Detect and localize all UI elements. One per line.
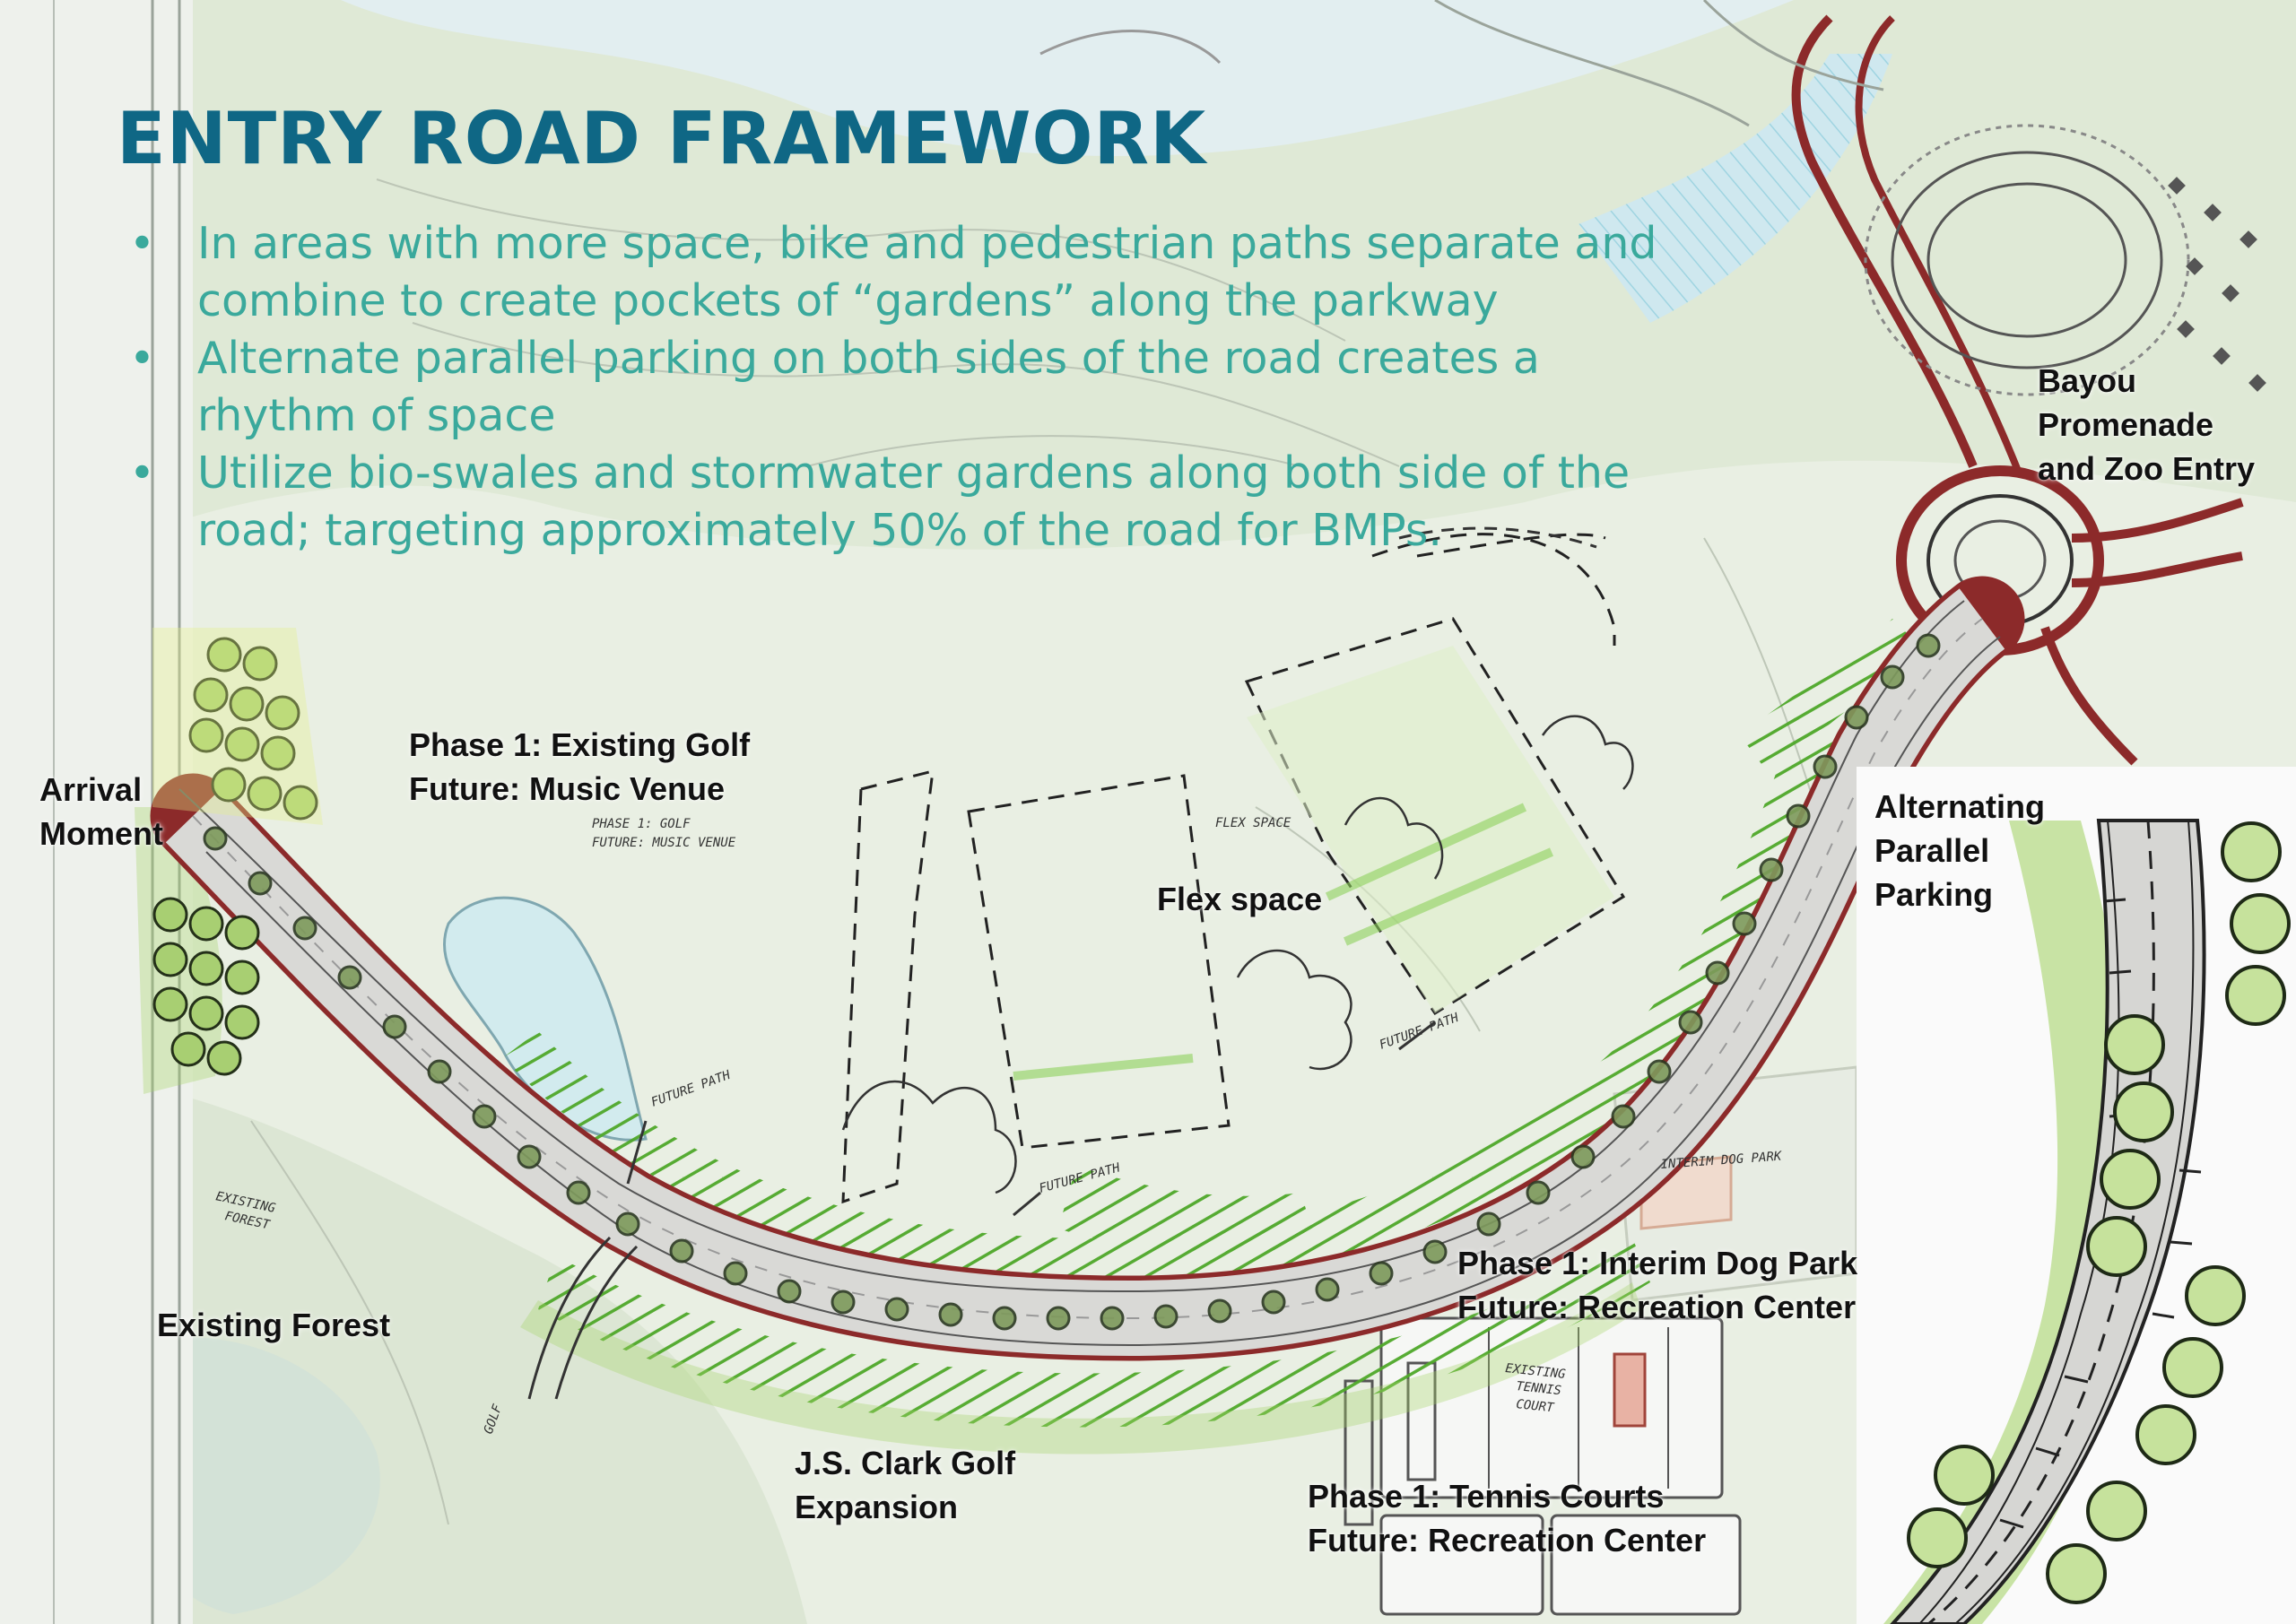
sketch-note-flex: FLEX SPACE [1215,816,1292,830]
label-golf-expansion: J.S. Clark Golf Expansion [795,1445,1016,1525]
sketch-note-music: FUTURE: MUSIC VENUE [592,836,736,850]
label-tennis-courts: Phase 1: Tennis Courts Future: Recreatio… [1308,1478,1707,1559]
bullet-text: In areas with more space, bike and pedes… [197,218,1657,326]
label-arrival-moment: Arrival Moment [39,771,163,852]
sketch-tree-outlines [841,715,1634,1194]
bullet-item: •In areas with more space, bike and pede… [129,218,1657,326]
roundabout [1791,14,2244,766]
bullet-text: Alternate parallel parking on both sides… [197,333,1540,441]
bullet-list: •In areas with more space, bike and pede… [126,215,1695,560]
bullet-item: •Utilize bio-swales and stormwater garde… [129,447,1631,556]
page-title: ENTRY ROAD FRAMEWORK [117,97,1207,180]
label-existing-forest: Existing Forest [157,1307,391,1343]
faded-lake [341,0,1794,156]
future-path-arrow-1 [626,1120,648,1185]
stadium [1864,124,2190,396]
sketch-note-golf: PHASE 1: GOLF [592,817,691,831]
label-flex-space: Flex space [1157,881,1323,917]
label-bayou-promenade: Bayou Promenade and Zoo Entry [2038,362,2255,487]
label-alternating-parking: Alternating Parallel Parking [1874,788,2046,913]
arrival-tree-grid [152,637,318,1076]
parking-inset [1857,767,2296,1624]
label-golf-music-venue: Phase 1: Existing Golf Future: Music Ven… [409,726,751,807]
green-strokes [1013,803,1553,1081]
future-path-arrow-3 [1398,1020,1436,1051]
faded-forest-area [0,0,2296,583]
waterway-hatch [1578,54,1892,323]
bullet-item: •Alternate parallel parking on both side… [129,333,1540,441]
arrival-yellow-wash [152,628,323,825]
inset-trees [1907,821,2291,1604]
sketch-note-tennis-3: COURT [1516,1397,1556,1415]
inset-centerline [1927,820,2155,1624]
tennis-court-red [1613,1352,1647,1428]
parking-dots [2168,177,2266,392]
bullet-text: Utilize bio-swales and stormwater garden… [197,447,1631,556]
dashed-path-top [1398,526,1597,549]
dashed-parcels [841,533,1626,1204]
future-path-arrow-2 [1013,1191,1041,1217]
planting-hatch-bands [502,619,1919,1428]
sketch-note-tennis-2: TENNIS [1516,1379,1562,1398]
parkway-trees [203,633,1941,1331]
sketch-note-tennis-1: EXISTING [1505,1361,1567,1382]
golf-path [527,1236,612,1400]
label-dog-park: Phase 1: Interim Dog Park Future: Recrea… [1457,1245,1858,1325]
